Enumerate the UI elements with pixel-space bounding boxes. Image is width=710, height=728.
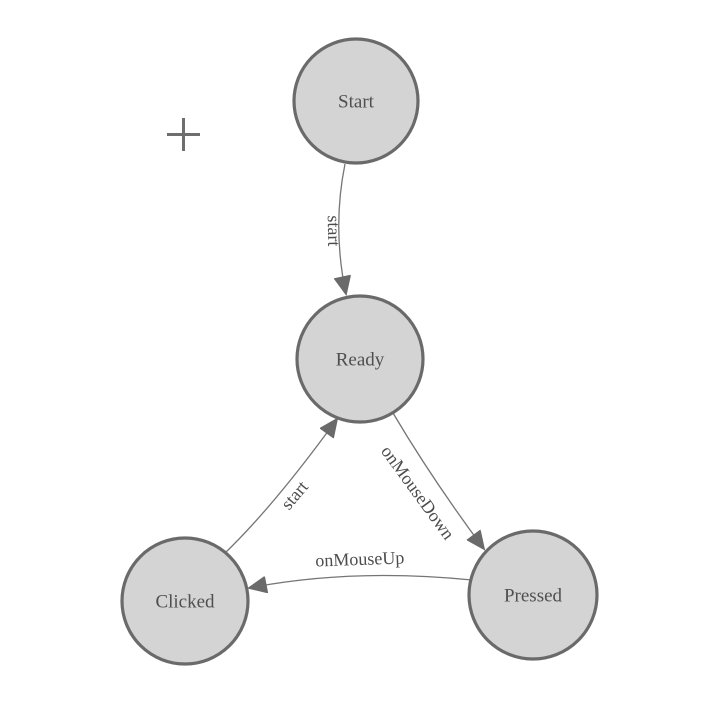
edge-pressed-to-clicked[interactable]: onMouseUp [249,547,473,589]
edge-start-to-ready-path[interactable] [339,163,346,294]
edge-ready-to-pressed[interactable]: onMouseDown [377,412,484,549]
node-ready[interactable]: Ready [295,294,425,424]
node-start[interactable]: Start [292,37,420,165]
node-start-circle[interactable] [292,37,420,165]
edge-ready-to-pressed-path[interactable] [392,412,484,549]
edge-clicked-to-ready[interactable]: start [223,419,337,555]
edge-ready-to-pressed-label: onMouseDown [377,442,458,544]
node-ready-label: Ready [336,350,385,371]
edge-clicked-to-ready-path[interactable] [223,419,337,555]
node-clicked-circle[interactable] [120,536,250,666]
node-clicked[interactable]: Clicked [120,536,250,666]
node-ready-circle[interactable] [295,294,425,424]
edge-start-to-ready[interactable]: start [324,163,346,294]
edge-clicked-to-ready-label: start [277,477,312,514]
node-pressed-circle[interactable] [467,529,599,661]
node-pressed[interactable]: Pressed [467,529,599,661]
edge-pressed-to-clicked-path[interactable] [249,574,473,589]
plus-icon [167,118,200,151]
node-clicked-label: Clicked [155,592,215,613]
node-pressed-label: Pressed [504,586,563,607]
node-start-label: Start [338,92,375,113]
edge-pressed-to-clicked-label: onMouseUp [315,547,405,570]
edge-start-to-ready-label: start [324,215,345,246]
